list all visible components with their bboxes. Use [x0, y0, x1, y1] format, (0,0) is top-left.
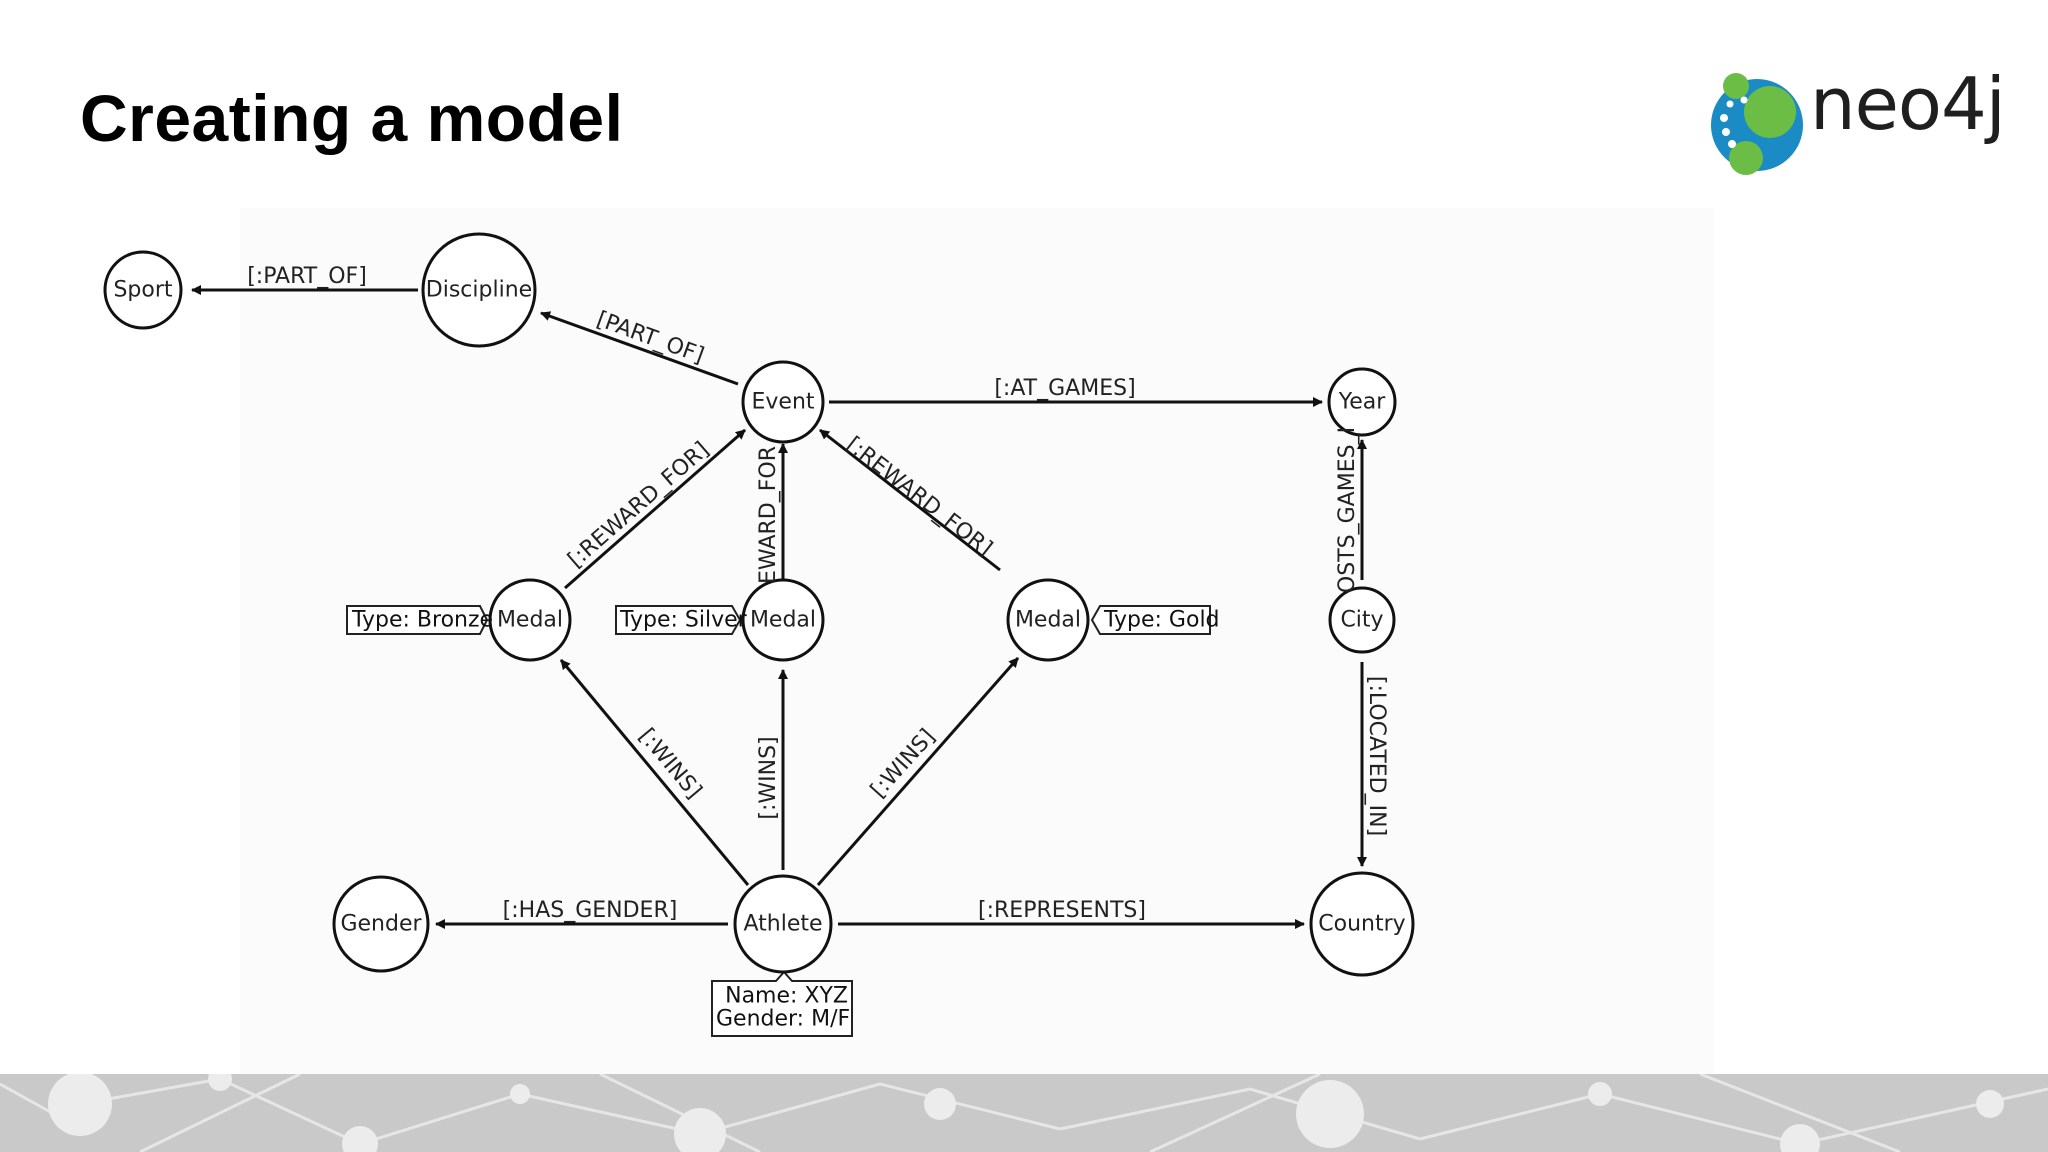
- edge-label-bronze-event: [:REWARD_FOR]: [563, 437, 714, 573]
- edge-label-athlete-country: [:REPRESENTS]: [978, 898, 1146, 923]
- node-athlete: [733, 874, 833, 974]
- edge-label-silver-event: EWARD_FOR: [756, 446, 781, 584]
- footer-pattern-art: [0, 1074, 2048, 1152]
- node-label-year: Year: [1338, 390, 1387, 415]
- node-label-country: Country: [1318, 912, 1405, 937]
- edge-label-city-year: OSTS_GAMES_I: [1335, 427, 1360, 593]
- node-label-discipline: Discipline: [426, 278, 532, 303]
- footer-graph-pattern: [0, 1074, 2048, 1152]
- node-label-sport: Sport: [113, 278, 172, 303]
- node-medal-silver: [741, 578, 825, 662]
- edge-bronze-event: [564, 428, 746, 590]
- node-label-medal-gold: Medal: [1015, 608, 1081, 633]
- edge-event-discipline: [540, 311, 739, 386]
- node-discipline: [421, 232, 537, 348]
- edge-label-athlete-silver: [:WINS]: [756, 736, 781, 819]
- property-box-silver: [615, 605, 742, 635]
- node-country: [1309, 871, 1415, 977]
- property-text-athlete-name: Name: XYZ: [725, 984, 848, 1009]
- node-label-athlete: Athlete: [743, 912, 822, 937]
- logo-wordmark: neo4j: [1810, 62, 2006, 146]
- node-medal-gold: [1006, 578, 1090, 662]
- neo4j-logo: neo4j: [1700, 60, 2006, 190]
- node-label-medal-silver: Medal: [750, 608, 816, 633]
- neo4j-logo-mark: [1711, 73, 1803, 175]
- node-event: [741, 360, 825, 444]
- node-gender: [332, 875, 430, 973]
- node-medal-bronze: [488, 578, 572, 662]
- node-label-city: City: [1340, 608, 1383, 633]
- node-label-gender: Gender: [340, 912, 422, 937]
- property-text-silver: Type: Silver: [619, 608, 748, 633]
- property-box-bronze: [346, 605, 489, 635]
- property-text-gold: Type: Gold: [1103, 608, 1220, 633]
- node-sport: [103, 250, 183, 330]
- node-label-medal-bronze: Medal: [497, 608, 563, 633]
- diagram-background: [240, 208, 1714, 1078]
- edge-label-event-year: [:AT_GAMES]: [994, 376, 1135, 401]
- edge-athlete-bronze: [559, 659, 750, 886]
- node-label-event: Event: [751, 390, 814, 415]
- edge-label-gold-event: [:REWARD_FOR]: [841, 432, 997, 561]
- node-year: [1327, 367, 1397, 437]
- edge-label-athlete-gold: [:WINS]: [866, 724, 940, 803]
- property-text-athlete-gender: Gender: M/F: [716, 1007, 850, 1032]
- edge-gold-event: [819, 428, 1001, 572]
- node-city: [1328, 586, 1396, 654]
- property-box-gold: [1090, 605, 1211, 635]
- edge-label-city-country: [:LOCATED_IN]: [1364, 676, 1389, 836]
- property-text-bronze: Type: Bronze: [351, 608, 493, 633]
- edge-label-discipline-sport: [:PART_OF]: [247, 264, 367, 289]
- edge-athlete-gold: [816, 657, 1020, 886]
- edge-label-athlete-gender: [:HAS_GENDER]: [503, 898, 678, 923]
- slide-title: Creating a model: [80, 81, 624, 155]
- property-box-athlete: [711, 970, 853, 1037]
